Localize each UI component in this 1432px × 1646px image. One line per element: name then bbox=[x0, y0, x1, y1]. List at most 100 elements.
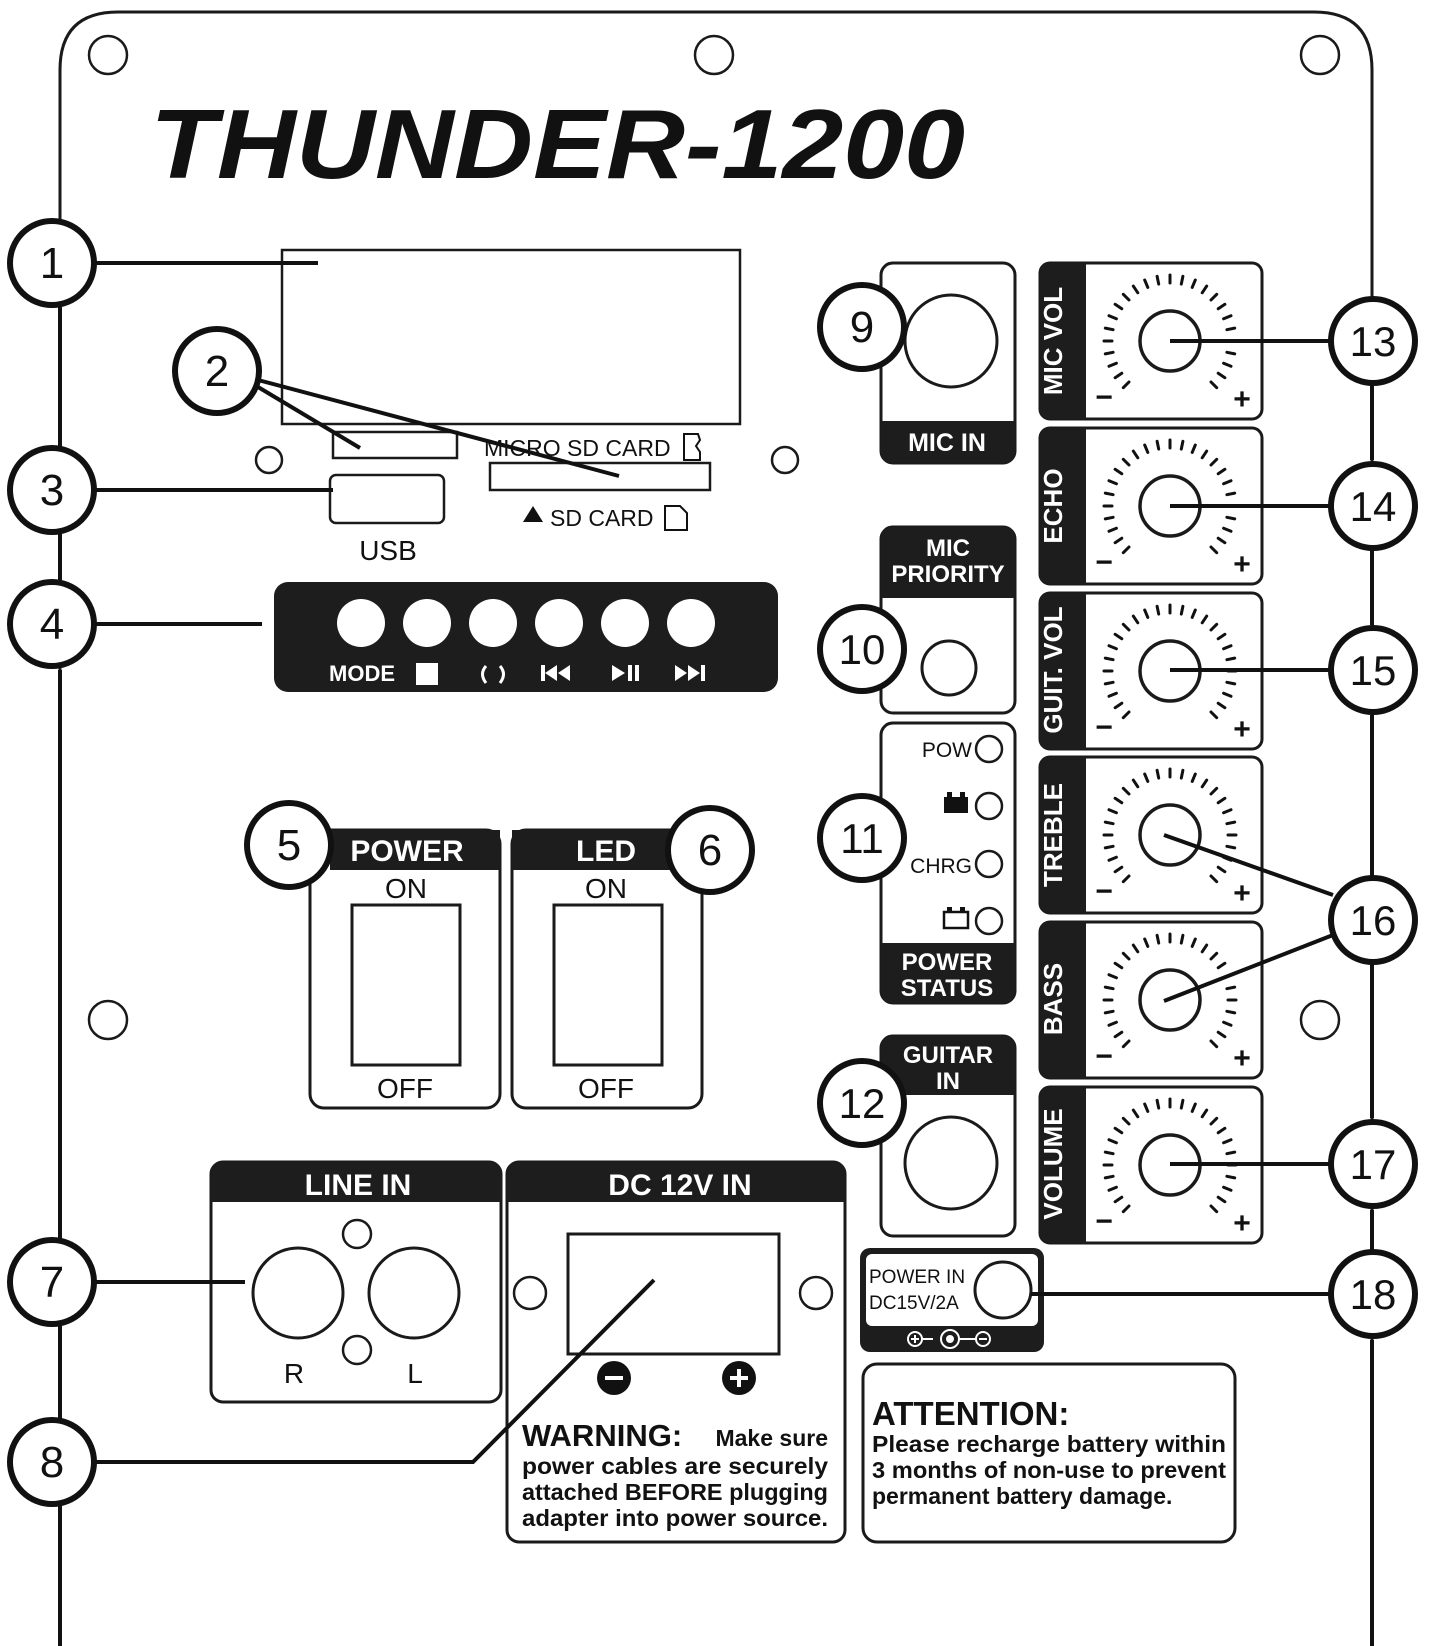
guitar-in-header bbox=[881, 1036, 1015, 1095]
knob-scale-tick bbox=[1200, 943, 1209, 954]
knob-scale-tick bbox=[1190, 772, 1197, 783]
knob-label-strip bbox=[1040, 922, 1086, 1078]
attention-line3: permanent battery damage. bbox=[872, 1483, 1172, 1509]
callout-9: 9 bbox=[817, 282, 907, 372]
power-in-line1: POWER IN bbox=[869, 1267, 965, 1288]
stop-button[interactable] bbox=[403, 599, 451, 647]
knob-scale-tick bbox=[1179, 1098, 1185, 1110]
knob-treble[interactable] bbox=[1138, 803, 1202, 867]
knob-scale-tick bbox=[1131, 1108, 1140, 1119]
knob-scale-tick bbox=[1103, 1150, 1115, 1156]
knob-label-strip bbox=[1040, 1087, 1086, 1243]
knob-scale-tick bbox=[1190, 608, 1197, 619]
knob-panel-volume: −+ bbox=[1038, 1085, 1264, 1245]
knob-scale-tick bbox=[1121, 951, 1131, 961]
knob-scale-tick bbox=[1209, 710, 1219, 720]
knob-scale-tick bbox=[1200, 1108, 1209, 1119]
leader-lines bbox=[58, 261, 1374, 1646]
knob-label-strip bbox=[1040, 593, 1086, 749]
dc-in-socket[interactable] bbox=[566, 1232, 781, 1356]
knob-scale-tick bbox=[1107, 973, 1118, 980]
callout-16: 16 bbox=[1328, 875, 1418, 965]
knob-label-strip bbox=[1040, 428, 1086, 584]
knob-scale-tick bbox=[1216, 467, 1227, 476]
knob-scale-tick bbox=[1225, 985, 1237, 991]
knob-scale-tick bbox=[1121, 622, 1131, 632]
screw-hole bbox=[87, 999, 129, 1041]
knob-scale-tick bbox=[1200, 778, 1209, 789]
line-in-left-jack[interactable] bbox=[367, 1246, 461, 1340]
knob-scale-tick bbox=[1103, 326, 1115, 332]
knob-scale-tick bbox=[1103, 680, 1115, 686]
led-rocker-switch[interactable] bbox=[552, 903, 664, 1067]
knob-scale-tick bbox=[1209, 1116, 1219, 1126]
knob-scale-tick bbox=[1222, 526, 1233, 533]
callout-11: 11 bbox=[817, 793, 907, 883]
sd-card-label: SD CARD bbox=[550, 505, 654, 531]
mode-button[interactable] bbox=[337, 599, 385, 647]
knob-scale-tick bbox=[1113, 371, 1124, 380]
knob-scale-tick bbox=[1121, 1204, 1131, 1214]
guitar-in-line2: IN bbox=[936, 1068, 960, 1095]
power-on-label: ON bbox=[385, 873, 427, 904]
knob-panel-bass: −+ bbox=[1038, 920, 1264, 1080]
knob-scale-tick bbox=[1113, 536, 1124, 545]
knob-plus-sign: + bbox=[1233, 1042, 1251, 1075]
knob-scale-tick bbox=[1155, 768, 1161, 780]
knob-minus-sign: − bbox=[1095, 1040, 1113, 1073]
knob-scale-tick bbox=[1209, 874, 1219, 884]
callout-2-label: 2 bbox=[205, 347, 229, 396]
knob-label-treble: TREBLE bbox=[1038, 783, 1068, 887]
guitar-in-jack[interactable] bbox=[903, 1115, 999, 1211]
knob-scale-tick bbox=[1222, 1138, 1233, 1145]
power-in-jack[interactable] bbox=[973, 1260, 1033, 1320]
line-in-right-jack[interactable] bbox=[251, 1246, 345, 1340]
callout-18-label: 18 bbox=[1350, 1271, 1397, 1318]
callout-17-label: 17 bbox=[1350, 1141, 1397, 1188]
knob-label-strip bbox=[1040, 757, 1086, 913]
knob-scale-tick bbox=[1209, 786, 1219, 796]
knob-scale-tick bbox=[1190, 1102, 1197, 1113]
play-pause-button[interactable] bbox=[601, 599, 649, 647]
warning-head: WARNING: bbox=[522, 1418, 682, 1453]
line-in-l-label: L bbox=[407, 1358, 423, 1389]
knob-scale-tick bbox=[1209, 457, 1219, 467]
power-status-line1: POWER bbox=[902, 949, 993, 976]
callouts: 1 2 3 4 5 6 7 8 9 10 11 12 13 14 15 16 1… bbox=[7, 218, 1418, 1507]
knob-minus-sign: − bbox=[1095, 381, 1113, 414]
knob-scale-tick bbox=[1216, 536, 1227, 545]
power-rocker-switch[interactable] bbox=[350, 903, 462, 1067]
callout-3: 3 bbox=[7, 445, 97, 535]
screw-hole bbox=[770, 445, 800, 475]
repeat-button[interactable] bbox=[469, 599, 517, 647]
guitar-in-line1: GUITAR bbox=[903, 1042, 993, 1069]
knob-scale-tick bbox=[1209, 545, 1219, 555]
knob-scale-tick bbox=[1155, 439, 1161, 451]
knob-scale-tick bbox=[1131, 943, 1140, 954]
knob-scale-tick bbox=[1107, 1185, 1118, 1192]
knob-scale-tick bbox=[1190, 278, 1197, 289]
knob-scale-tick bbox=[1107, 855, 1118, 862]
knob-scale-tick bbox=[1143, 443, 1150, 454]
dc-in-screw bbox=[512, 1275, 548, 1311]
next-icon bbox=[675, 665, 705, 681]
knob-panel-treble: −+ bbox=[1038, 755, 1264, 915]
knob-scale-tick bbox=[1155, 274, 1161, 286]
callout-14-label: 14 bbox=[1350, 483, 1397, 530]
knob-scale-tick bbox=[1179, 439, 1185, 451]
knob-scale-tick bbox=[1107, 361, 1118, 368]
next-button[interactable] bbox=[667, 599, 715, 647]
callout-18: 18 bbox=[1328, 1249, 1418, 1339]
mic-priority-button[interactable] bbox=[920, 639, 978, 697]
previous-button[interactable] bbox=[535, 599, 583, 647]
knob-scale-tick bbox=[1107, 644, 1118, 651]
play-pause-icon bbox=[612, 665, 639, 681]
dc-minus-icon bbox=[597, 1361, 631, 1395]
mic-in-jack[interactable] bbox=[903, 293, 999, 389]
knob-scale-tick bbox=[1113, 1195, 1124, 1204]
knob-scale-tick bbox=[1107, 526, 1118, 533]
knob-scale-tick bbox=[1103, 350, 1115, 356]
knob-scale-tick bbox=[1222, 314, 1233, 321]
screw-hole bbox=[1299, 999, 1341, 1041]
